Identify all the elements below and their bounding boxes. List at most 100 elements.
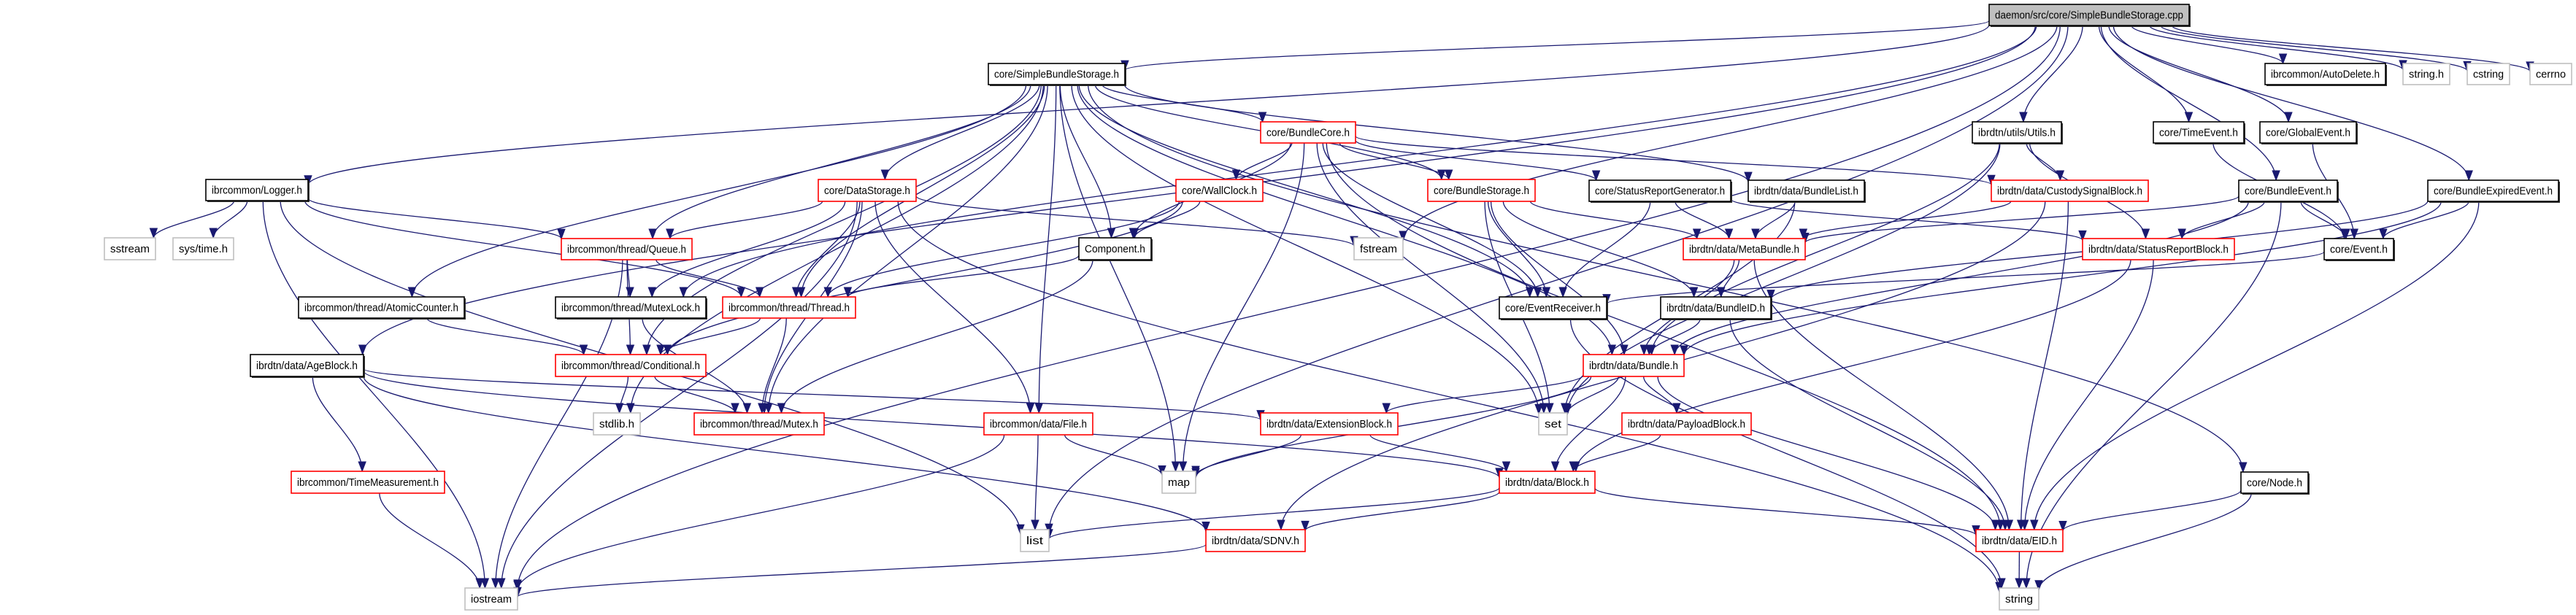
node-label: ibrdtn/data/Block.h — [1505, 476, 1589, 489]
edge-ageblock-to-sdnv — [363, 376, 1210, 533]
node-box — [593, 412, 641, 436]
edge-bundlecore-to-map — [1178, 142, 1305, 473]
node-wallclock[interactable]: core/WallClock.h — [1175, 179, 1264, 202]
node-label: ibrcommon/thread/Mutex.h — [700, 418, 818, 430]
edge-line — [1642, 376, 1677, 414]
arrowhead-icon — [647, 287, 656, 298]
node-label: ibrcommon/thread/Queue.h — [567, 244, 686, 256]
node-label: stdlib.h — [599, 418, 634, 430]
node-box — [298, 296, 465, 319]
node-srgen[interactable]: core/StatusReportGenerator.h — [1588, 179, 1732, 203]
edge-file-to-list — [1031, 434, 1039, 531]
node-box — [555, 354, 707, 377]
node-map: map — [1161, 471, 1196, 494]
node-label: core/BundleExpiredEvent.h — [2434, 185, 2553, 198]
arrowhead-icon — [1672, 403, 1681, 414]
node-bundle[interactable]: ibrdtn/data/Bundle.h — [1583, 354, 1685, 377]
node-string_h: string.h — [2402, 63, 2450, 85]
node-globalevent[interactable]: core/GlobalEvent.h — [2259, 121, 2358, 144]
node-box — [1588, 179, 1731, 202]
node-thread[interactable]: ibrcommon/thread/Thread.h — [722, 296, 856, 319]
node-box — [172, 237, 234, 260]
arrowhead-icon — [1534, 403, 1543, 415]
node-metabundle[interactable]: ibrdtn/data/MetaBundle.h — [1683, 238, 1806, 260]
arrowhead-icon — [648, 228, 657, 240]
arrowhead-icon — [1997, 578, 2006, 589]
node-box — [1683, 238, 1806, 260]
edge-sbs_h-to-atomic — [407, 84, 1027, 298]
node-srblock[interactable]: ibrdtn/data/StatusReportBlock.h — [2082, 238, 2235, 260]
node-block[interactable]: ibrdtn/data/Block.h — [1499, 471, 1596, 494]
edge-expiredevent-to-eid — [2030, 201, 2480, 531]
arrowhead-icon — [2464, 170, 2473, 182]
node-datastorage[interactable]: core/DataStorage.h — [818, 179, 917, 202]
edge-line — [363, 376, 1207, 532]
edge-line — [1804, 196, 2239, 244]
node-label: ibrdtn/data/CustodySignalBlock.h — [1997, 185, 2142, 198]
node-eventreceiver[interactable]: core/EventReceiver.h — [1499, 296, 1608, 320]
edge-line — [660, 317, 761, 355]
node-box — [1748, 179, 1865, 202]
edge-custody-to-eid — [2016, 201, 2069, 531]
edge-line — [2062, 490, 2242, 531]
arrowhead-icon — [880, 169, 890, 181]
edge-bundlestorage-to-bundle — [1490, 201, 1629, 356]
node-bundleid[interactable]: ibrdtn/data/BundleID.h — [1660, 296, 1772, 320]
node-expiredevent[interactable]: core/BundleExpiredEvent.h — [2427, 179, 2560, 203]
node-component[interactable]: Component.h — [1078, 237, 1153, 261]
node-label: string.h — [2409, 69, 2444, 81]
edge-conditional-to-mutex — [654, 376, 739, 414]
node-timeevent[interactable]: core/TimeEvent.h — [2153, 121, 2245, 144]
edge-srblock-to-eid — [2020, 259, 2154, 531]
edge-line — [411, 84, 1027, 298]
node-box — [2323, 238, 2394, 260]
node-payload[interactable]: ibrdtn/data/PayloadBlock.h — [1621, 412, 1752, 436]
node-logger[interactable]: ibrcommon/Logger.h — [205, 179, 309, 202]
node-autodelete[interactable]: ibrcommon/AutoDelete.h — [2264, 63, 2387, 86]
node-box — [1975, 529, 2064, 552]
node-box — [2264, 63, 2386, 85]
edge-line — [501, 201, 858, 589]
node-conditional[interactable]: ibrcommon/thread/Conditional.h — [555, 354, 707, 377]
edge-line — [312, 376, 363, 472]
arrowhead-icon — [2272, 170, 2280, 182]
edge-srgen-to-eventreceiver — [1558, 201, 1651, 298]
node-bundlelist[interactable]: ibrdtn/data/BundleList.h — [1748, 179, 1866, 203]
node-cpp[interactable]: daemon/src/core/SimpleBundleStorage.cpp — [1988, 4, 2191, 27]
arrowhead-icon — [2284, 112, 2293, 123]
node-file[interactable]: ibrcommon/data/File.h — [983, 412, 1093, 436]
node-sbs_h[interactable]: core/SimpleBundleStorage.h — [988, 63, 1126, 86]
node-mutexlock[interactable]: ibrcommon/thread/MutexLock.h — [555, 296, 707, 320]
edge-line — [1316, 142, 1545, 414]
node-bundlestorage[interactable]: core/BundleStorage.h — [1427, 179, 1536, 202]
arrowhead-icon — [1178, 461, 1188, 473]
arrowhead-icon — [1107, 228, 1116, 239]
node-node[interactable]: core/Node.h — [2240, 471, 2310, 495]
node-event[interactable]: core/Event.h — [2323, 238, 2395, 261]
node-extblock[interactable]: ibrdtn/data/ExtensionBlock.h — [1260, 412, 1399, 436]
arrowhead-icon — [1202, 521, 1210, 533]
arrowhead-icon — [2342, 228, 2350, 240]
edge-line — [363, 368, 1261, 421]
edge-line — [517, 544, 1207, 597]
node-eid[interactable]: ibrdtn/data/EID.h — [1975, 529, 2064, 552]
node-mutex[interactable]: ibrcommon/thread/Mutex.h — [693, 412, 825, 436]
node-utils[interactable]: ibrdtn/utils/Utils.h — [1972, 121, 2063, 144]
edge-line — [1059, 84, 1112, 239]
node-label: ibrcommon/AutoDelete.h — [2271, 69, 2380, 81]
node-ageblock[interactable]: ibrdtn/data/AgeBlock.h — [250, 354, 365, 378]
node-atomic[interactable]: ibrcommon/thread/AtomicCounter.h — [298, 296, 466, 320]
edge-cpp-to-bundleevent — [2100, 25, 2280, 182]
node-timemeas[interactable]: ibrcommon/TimeMeasurement.h — [291, 471, 445, 494]
edge-line — [2171, 25, 2531, 72]
node-box — [983, 412, 1093, 436]
arrowhead-icon — [1724, 228, 1734, 240]
node-bundleevent[interactable]: core/BundleEvent.h — [2238, 179, 2339, 203]
node-custody[interactable]: ibrdtn/data/CustodySignalBlock.h — [1991, 179, 2149, 202]
node-queue[interactable]: ibrcommon/thread/Queue.h — [561, 238, 693, 260]
node-label: ibrcommon/thread/Conditional.h — [561, 360, 700, 372]
node-label: fstream — [1360, 243, 1397, 255]
arrowhead-icon — [513, 580, 522, 592]
node-sdnv[interactable]: ibrdtn/data/SDNV.h — [1205, 529, 1306, 552]
node-bundlecore[interactable]: core/BundleCore.h — [1260, 121, 1356, 144]
